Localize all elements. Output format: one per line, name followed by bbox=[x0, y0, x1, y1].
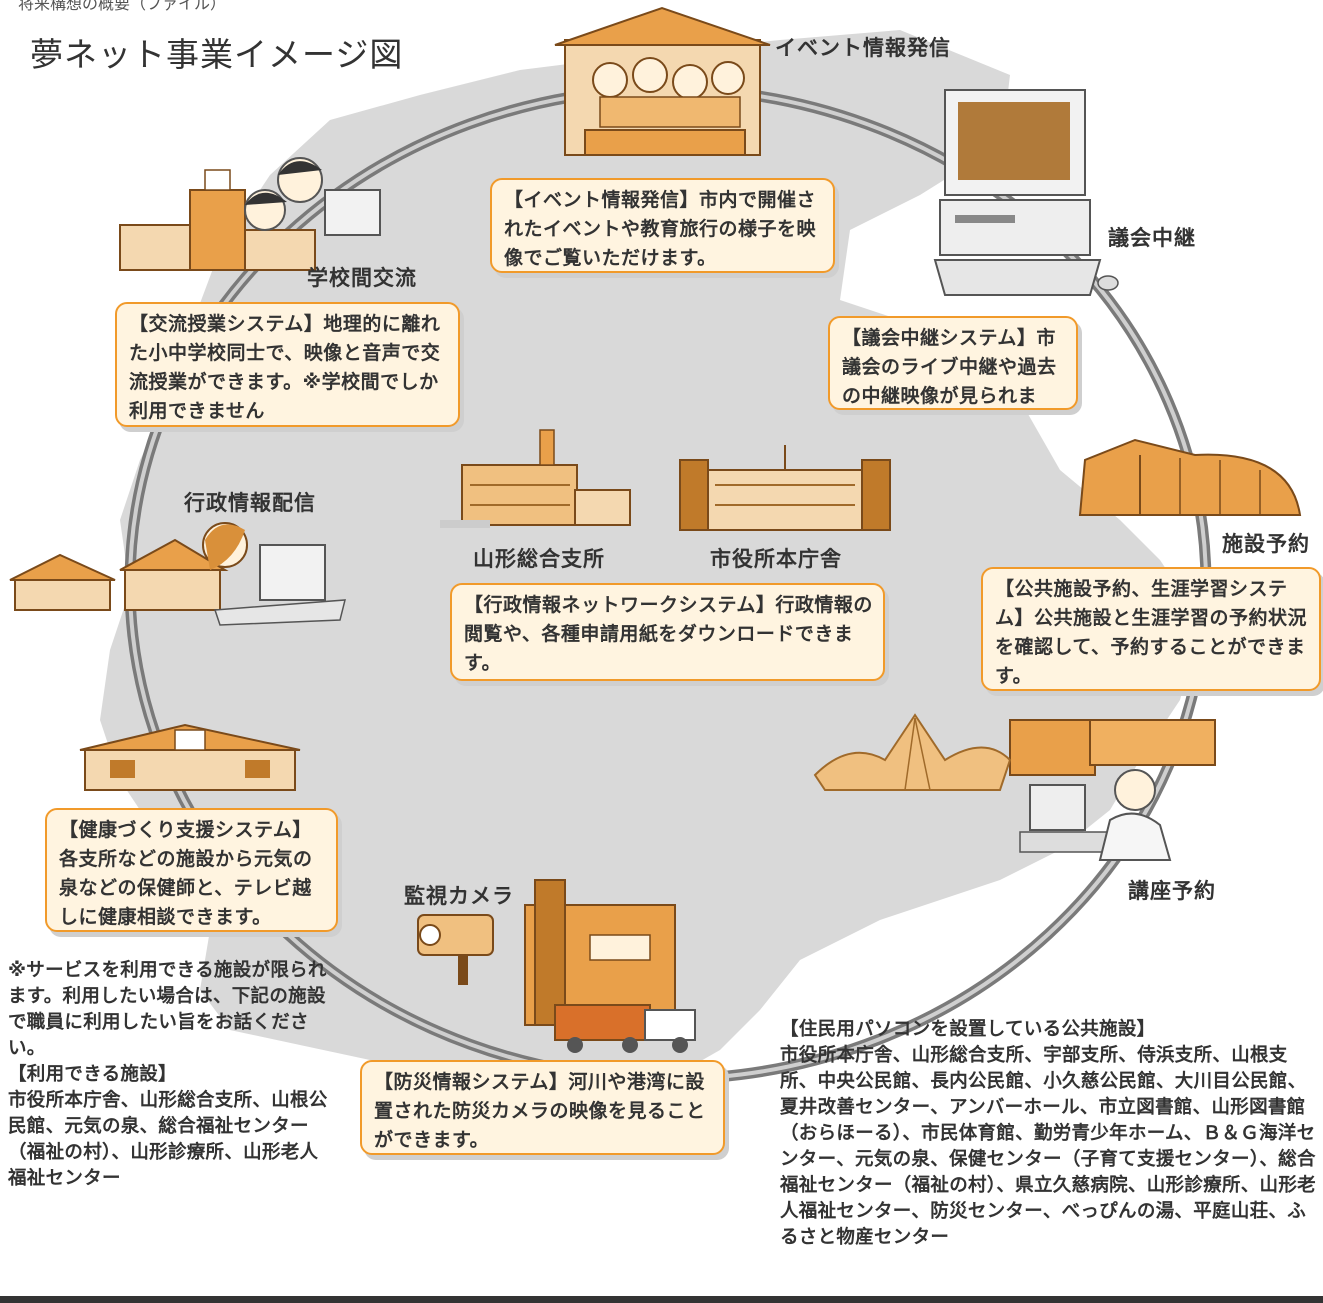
label-facility: 施設予約 bbox=[1222, 532, 1310, 556]
right-note: 【住民用パソコンを設置している公共施設】 市役所本庁舎、山形総合支所、宇部支所、… bbox=[780, 1017, 1320, 1251]
label-camera: 監視カメラ bbox=[404, 884, 514, 908]
woman-at-computer-icon bbox=[9, 522, 346, 626]
bubble-camera: 【防災情報システム】河川や港湾に設置された防災カメラの映像を見ることができます。 bbox=[360, 1060, 725, 1155]
left-note-list: 市役所本庁舎、山形総合支所、山根公民館、元気の泉、総合福祉センター（福祉の村）、… bbox=[8, 1090, 328, 1189]
left-note: ※サービスを利用できる施設が限られます。利用したい場合は、下記の施設で職員に利用… bbox=[8, 958, 328, 1192]
label-city-hall: 市役所本庁舎 bbox=[710, 547, 842, 571]
label-event: イベント情報発信 bbox=[775, 36, 951, 60]
arena-building-icon bbox=[1078, 438, 1302, 516]
computer-icon bbox=[933, 89, 1119, 296]
label-admin: 行政情報配信 bbox=[184, 491, 316, 515]
left-note-intro: ※サービスを利用できる施設が限られます。利用したい場合は、下記の施設で職員に利用… bbox=[8, 960, 327, 1059]
security-camera-icon bbox=[417, 914, 494, 985]
museum-tent-icon bbox=[813, 713, 1012, 791]
bubble-school: 【交流授業システム】地理的に離れた小中学校同士で、映像と音声で交流授業ができます… bbox=[115, 302, 460, 427]
label-course: 講座予約 bbox=[1128, 879, 1216, 903]
label-assembly: 議会中継 bbox=[1108, 226, 1196, 250]
school-children-computer-icon bbox=[119, 157, 381, 271]
bubble-event: 【イベント情報発信】市内で開催されたイベントや教育旅行の様子を映像でご覧いただけ… bbox=[490, 178, 835, 273]
bubble-assembly: 【議会中継システム】市議会のライブ中継や過去の中継映像が見られます。 bbox=[828, 316, 1078, 410]
right-note-heading: 【住民用パソコンを設置している公共施設】 bbox=[780, 1019, 1156, 1040]
top-cut-text: 将来構想の概要（ファイル） bbox=[18, 0, 227, 13]
label-school: 学校間交流 bbox=[307, 266, 417, 290]
bubble-admin: 【行政情報ネットワークシステム】行政情報の閲覧や、各種申請用紙をダウンロードでき… bbox=[450, 583, 885, 681]
right-note-list: 市役所本庁舎、山形総合支所、宇部支所、侍浜支所、山根支所、中央公民館、長内公民館… bbox=[780, 1045, 1316, 1248]
branch-office-building-icon bbox=[440, 429, 631, 528]
bubble-health: 【健康づくり支援システム】各支所などの施設から元気の泉などの保健師と、テレビ越し… bbox=[45, 808, 338, 932]
page-title: 夢ネット事業イメージ図 bbox=[30, 35, 404, 74]
bubble-facility: 【公共施設予約、生涯学習システム】公共施設と生涯学習の予約状況を確認して、予約す… bbox=[981, 567, 1321, 691]
label-yamagata-branch: 山形総合支所 bbox=[473, 547, 605, 571]
community-hall-icon bbox=[79, 723, 301, 791]
office-worker-computer-icon bbox=[1009, 719, 1216, 861]
fire-engine-icon bbox=[524, 879, 696, 1053]
left-note-heading: 【利用できる施設】 bbox=[8, 1064, 177, 1085]
event-hall-people-icon bbox=[554, 6, 771, 156]
city-hall-building-icon bbox=[679, 445, 891, 531]
bottom-rule bbox=[0, 1296, 1323, 1303]
